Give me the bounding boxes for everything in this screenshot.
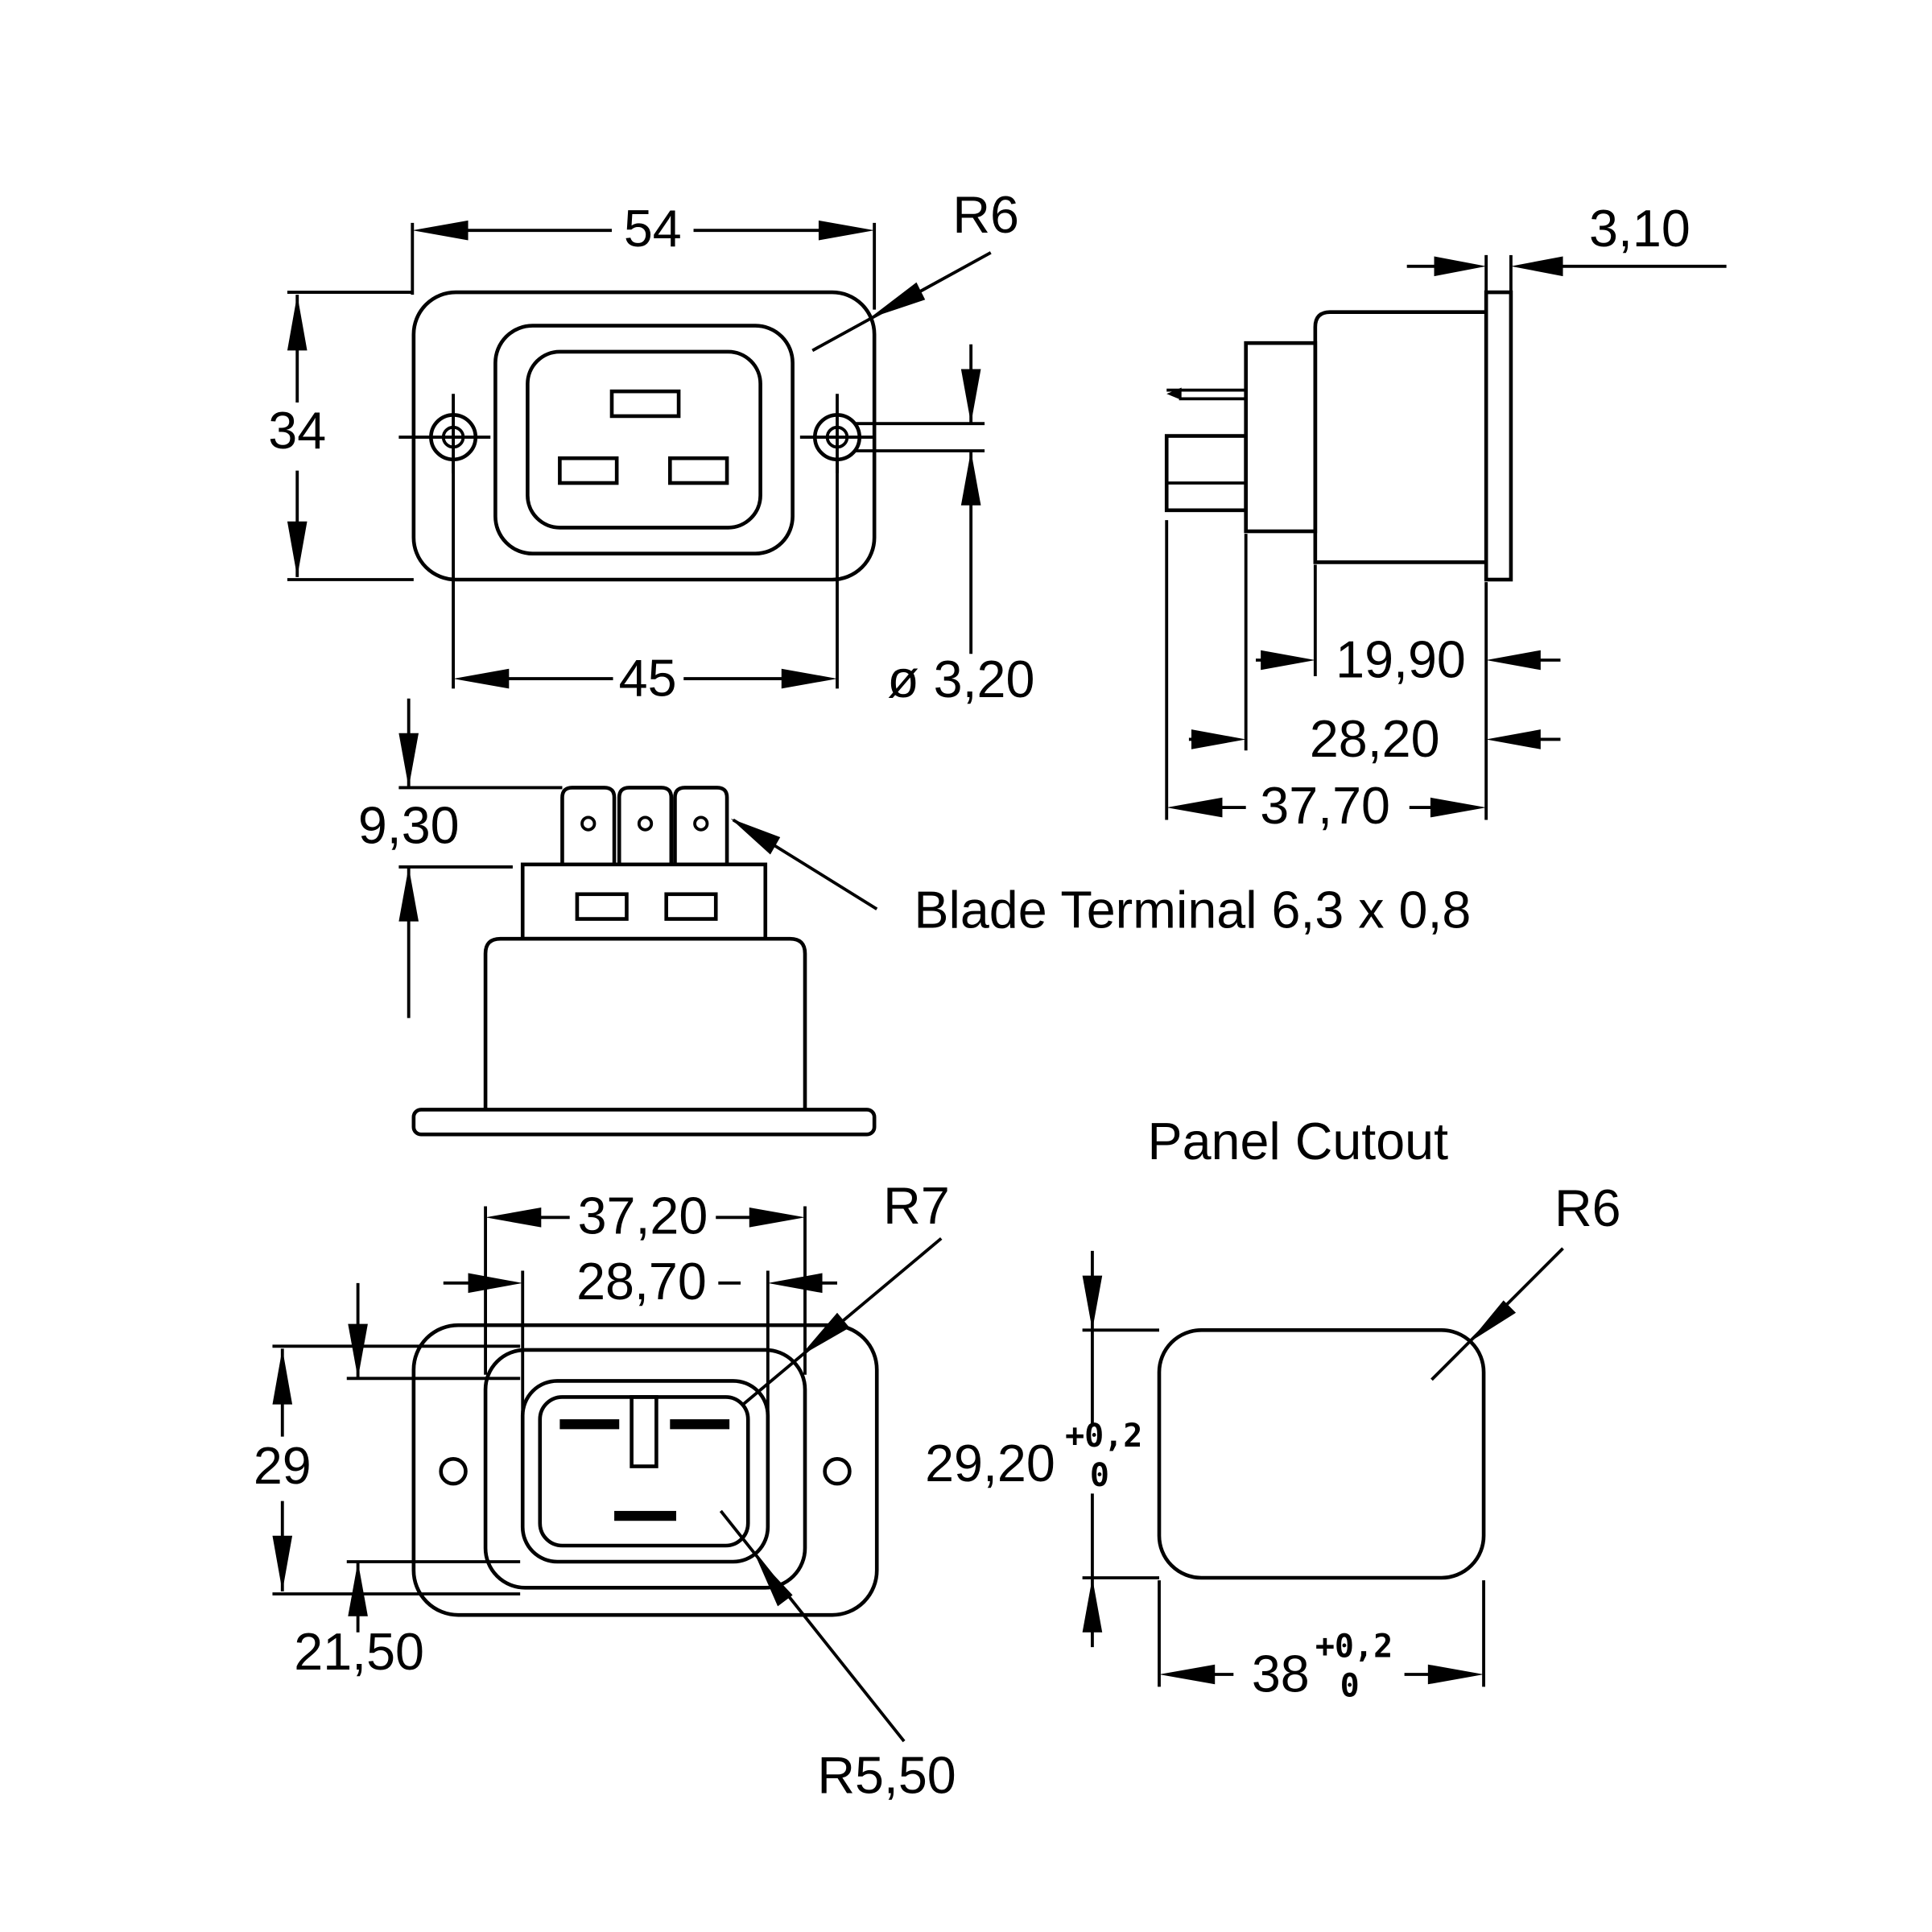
top-view: 9,30 Blade Terminal 6,3 x 0,8 [358,698,1471,1137]
top-flange [411,1108,877,1137]
rear-body [483,1348,807,1590]
cutout-width-tol-upper: +0,2 [1315,1628,1393,1665]
panel-cutout-title: Panel Cutout [1148,1113,1449,1170]
top-body [483,936,807,1110]
dim-21-50: 21,50 [294,1623,424,1681]
top-terminal-block [520,862,768,941]
cutout-height-tol-upper: +0,2 [1065,1418,1142,1455]
dim-37-20: 37,20 [578,1187,708,1245]
radius-r7: R7 [883,1177,950,1235]
radius-r6-cutout: R6 [1554,1179,1621,1237]
radius-r6-top: R6 [952,186,1019,244]
side-flange [1484,290,1513,582]
side-terminal-block [1244,341,1318,534]
dim-3-10: 3,10 [1589,200,1690,258]
dim-cutout-height: 29,20 [925,1435,1055,1492]
radius-r5-50: R5,50 [817,1747,956,1805]
panel-cutout-outline [1157,1328,1486,1580]
rear-right-hole [823,1457,852,1486]
front-left-slot [558,456,619,485]
rear-terminal-housing-outer [520,1379,770,1564]
blade-1 [560,786,617,865]
rear-view: 37,20 28,70 R7 29 21,50 R5,50 [254,1177,956,1805]
blade-3 [673,786,729,865]
cutout-width-tol-lower: 0 [1340,1668,1360,1705]
dim-hole-diameter: ø 3,20 [887,650,1034,708]
front-right-slot [668,456,729,485]
dim-34: 34 [268,402,326,460]
rear-flange [411,1323,879,1617]
panel-cutout-view: Panel Cutout R6 29,20 +0,2 0 38 +0,2 0 [925,1113,1621,1705]
dim-45: 45 [619,650,677,708]
cutout-height-tol-lower: 0 [1090,1457,1109,1494]
side-body [1313,310,1487,564]
front-view: 54 R6 34 45 ø 3,20 [268,186,1034,708]
dim-28-20: 28,20 [1310,710,1440,768]
front-top-slot [609,389,681,419]
side-blade-terminal [1164,434,1248,513]
front-inlet-outer [493,324,795,555]
blade-2 [617,786,674,865]
side-view: 3,10 19,90 28,20 37,70 [1164,200,1727,835]
front-inlet-inner [526,349,762,530]
dim-9-30: 9,30 [358,797,460,855]
dim-cutout-width: 38 [1252,1645,1310,1703]
dim-54: 54 [624,200,682,258]
blade-terminal-label: Blade Terminal 6,3 x 0,8 [914,881,1471,939]
dim-19-90: 19,90 [1335,631,1466,689]
dim-37-70: 37,70 [1260,777,1390,835]
dim-29: 29 [254,1437,312,1495]
dim-28-70: 28,70 [576,1253,707,1311]
rear-left-hole [439,1457,468,1486]
